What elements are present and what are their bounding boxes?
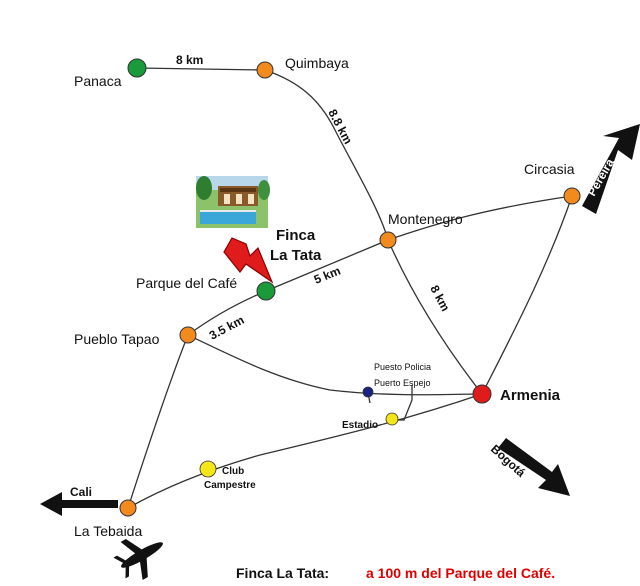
puesto-policia-label: Puesto Policia	[374, 362, 431, 372]
quimbaya-label: Quimbaya	[285, 55, 349, 71]
distance-montenegro-armenia: 8 km	[427, 283, 452, 314]
distance-parque-montenegro: 5 km	[312, 264, 343, 287]
road-tapao-armenia	[187, 334, 483, 396]
la-tebaida-marker	[119, 499, 137, 517]
footer-note: a 100 m del Parque del Café.	[366, 565, 555, 581]
la-tebaida-label: La Tebaida	[74, 523, 142, 539]
cali-arrow	[40, 492, 118, 516]
direction-arrows: Pereira Bogotá Cali	[40, 124, 640, 516]
finca-pointer-arrow	[223, 237, 274, 284]
bogota-arrow	[498, 438, 570, 496]
road-montenegro-armenia	[387, 239, 483, 395]
club-campestre-marker	[199, 460, 217, 478]
road-panaca-quimbaya	[136, 67, 266, 71]
parque-cafe-label: Parque del Café	[136, 275, 237, 291]
puerto-espejo-label: Puerto Espejo	[374, 378, 431, 388]
road-circasia-armenia	[481, 195, 573, 395]
montenegro-label: Montenegro	[388, 211, 463, 227]
campestre-label: Campestre	[204, 480, 256, 491]
circasia-label: Circasia	[524, 161, 575, 177]
pueblo-tapao-label: Pueblo Tapao	[74, 331, 160, 347]
circasia-marker	[563, 187, 581, 205]
road-montenegro-circasia	[387, 195, 573, 241]
road-quimbaya-montenegro	[264, 69, 389, 241]
markers	[119, 58, 581, 517]
town-labels: Panaca Quimbaya Circasia Montenegro Parq…	[74, 55, 575, 539]
airplane-icon	[113, 538, 163, 581]
road-tebaida-armenia	[127, 393, 483, 509]
finca-label-line1: Finca	[276, 227, 316, 244]
armenia-label: Armenia	[500, 387, 561, 404]
cali-label: Cali	[70, 485, 92, 499]
finca-label-line2: La Tata	[270, 247, 322, 264]
quimbaya-marker	[256, 61, 274, 79]
club-label: Club	[222, 466, 244, 477]
distance-tapao-parque: 3.5 km	[207, 313, 247, 343]
distance-quimbaya-montenegro: 8.8 km	[325, 107, 355, 147]
pereira-arrow	[582, 124, 640, 214]
footer-label: Finca La Tata:	[236, 565, 329, 581]
panaca-label: Panaca	[74, 73, 122, 89]
estadio-label: Estadio	[342, 420, 378, 431]
road-tapao-tebaida	[127, 334, 189, 509]
finca-photo	[196, 176, 270, 228]
road-parque-montenegro	[265, 239, 389, 292]
montenegro-marker	[379, 231, 397, 249]
panaca-marker	[127, 58, 147, 78]
landmark-labels: Puesto Policia Puerto Espejo Estadio Clu…	[204, 362, 431, 491]
distance-panaca-quimbaya: 8 km	[176, 53, 203, 67]
parque-cafe-marker	[256, 281, 276, 301]
puesto-policia-marker	[362, 386, 374, 398]
armenia-marker	[472, 384, 492, 404]
estadio-marker	[385, 412, 399, 426]
pueblo-tapao-marker	[179, 326, 197, 344]
